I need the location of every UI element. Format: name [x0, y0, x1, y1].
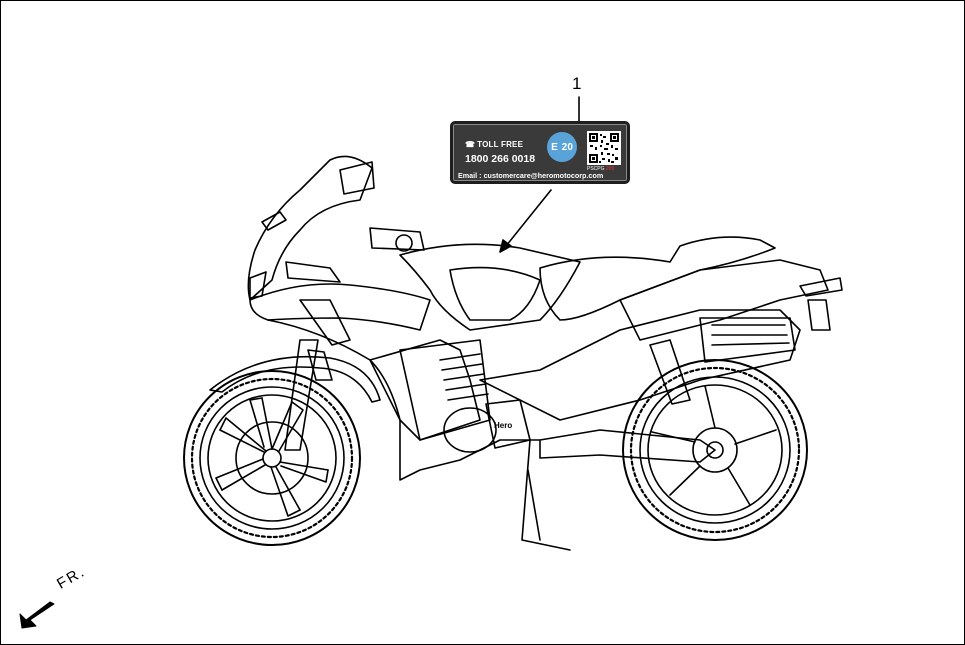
sticker-label: ☎TOLL FREE 1800 266 0018 E 20 PSCPG 200 …	[450, 121, 630, 184]
arrow-down-left-icon	[19, 601, 55, 629]
fuel-tank	[399, 243, 581, 331]
toll-free-line: ☎TOLL FREE	[465, 140, 523, 149]
leader-line	[505, 189, 552, 247]
front-direction-indicator: FR.	[10, 563, 100, 634]
front-direction-label: FR.	[54, 562, 89, 593]
rear-wheel	[622, 359, 808, 541]
phone-number: 1800 266 0018	[465, 153, 536, 165]
phone-icon: ☎	[465, 140, 476, 149]
front-fender	[209, 355, 381, 403]
seat	[539, 236, 776, 321]
tail-light	[799, 277, 843, 297]
mirror	[339, 161, 375, 195]
saree-guard	[699, 317, 796, 363]
badge-number: 20	[561, 141, 573, 153]
callout-number: 1	[572, 74, 582, 93]
qr-caption: PSCPG 200	[587, 166, 614, 172]
qr-code-icon	[587, 131, 621, 165]
engine	[399, 339, 531, 453]
tail-section	[619, 259, 829, 341]
front-fork	[284, 339, 319, 451]
number-plate	[807, 299, 831, 331]
toll-free-text: TOLL FREE	[477, 140, 524, 149]
side-stand	[521, 439, 571, 551]
engine-cover-label: Hero	[494, 421, 512, 430]
front-wheel	[183, 370, 361, 546]
e20-badge: E 20	[547, 132, 577, 162]
qr-caption-right: 200	[605, 166, 615, 172]
swingarm	[539, 429, 716, 463]
front-fairing	[249, 283, 431, 331]
rear-frame	[479, 309, 801, 421]
lower-fairing	[267, 319, 541, 481]
qr-caption-left: PSCPG	[587, 166, 605, 172]
badge-letter: E	[551, 141, 558, 153]
email-text: Email : customercare@heromotocorp.com	[458, 171, 604, 180]
rear-shock	[649, 339, 691, 405]
